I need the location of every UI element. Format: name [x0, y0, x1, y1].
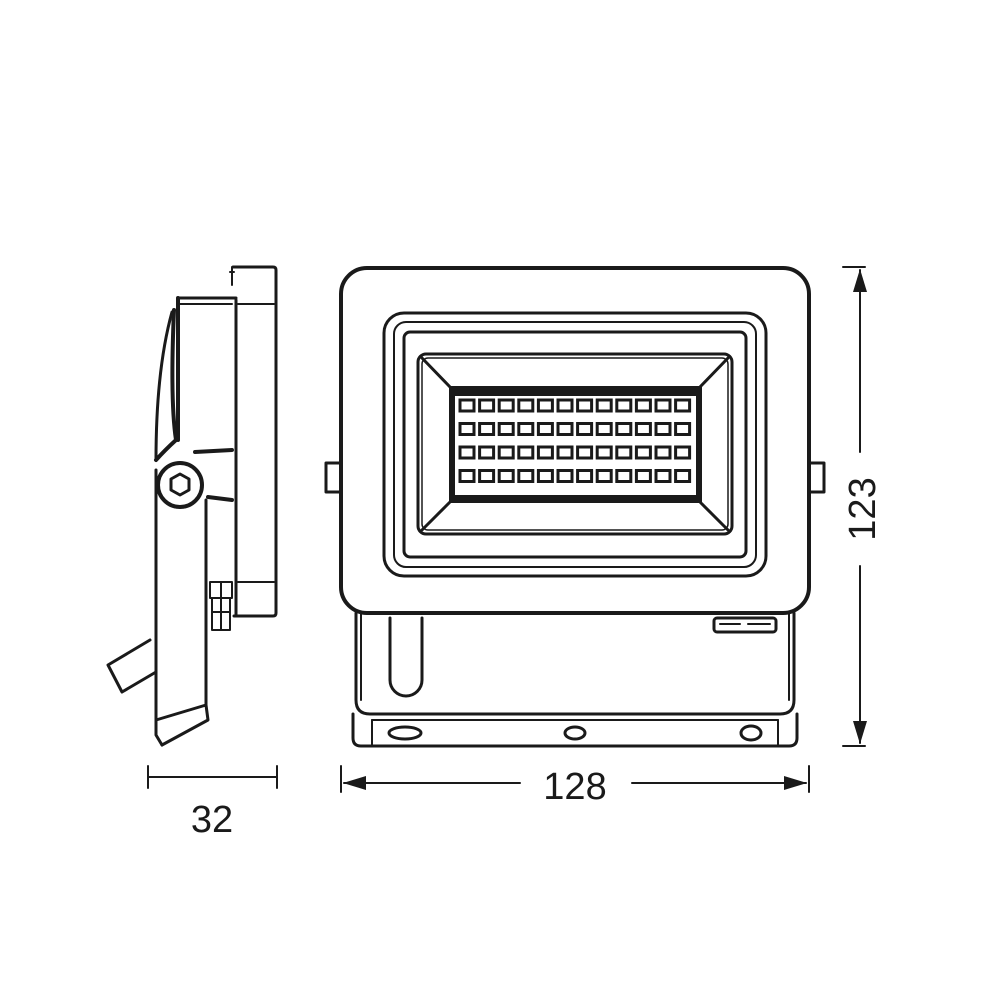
pivot-joint-icon [156, 461, 204, 509]
led-chip [556, 469, 574, 483]
left-mount-tab [324, 461, 343, 494]
led-chip [458, 445, 476, 460]
led-chip [478, 422, 496, 436]
led-chip [517, 469, 535, 483]
adjust-slot [388, 616, 424, 698]
led-chip [595, 469, 613, 483]
led-chip [536, 422, 554, 436]
led-chip [615, 422, 633, 436]
led-chip [634, 398, 652, 413]
led-chip [478, 445, 496, 460]
led-chip [497, 469, 515, 483]
led-chip [654, 422, 672, 436]
led-chip [536, 398, 554, 413]
led-grid [458, 398, 692, 483]
led-chip [556, 445, 574, 460]
side-view [106, 265, 278, 747]
led-chip [536, 469, 554, 483]
led-chip [478, 398, 496, 413]
led-chip [576, 398, 594, 413]
led-chip [576, 422, 594, 436]
led-chip [634, 422, 652, 436]
width-label: 128 [543, 766, 606, 808]
dimension-width: 128 [340, 765, 810, 808]
right-mount-tab [807, 461, 826, 494]
led-chip [674, 422, 692, 436]
front-view [324, 266, 826, 748]
led-chip [576, 445, 594, 460]
led-chip [615, 445, 633, 460]
outer-frame [339, 266, 811, 615]
led-chip [634, 469, 652, 483]
led-chip [654, 469, 672, 483]
dimension-depth: 32 [147, 765, 278, 841]
led-chip [595, 422, 613, 436]
led-chip [556, 398, 574, 413]
height-label: 123 [842, 477, 884, 540]
led-chip [458, 398, 476, 413]
led-chip [478, 469, 496, 483]
led-chip [576, 469, 594, 483]
depth-label: 32 [191, 799, 233, 841]
led-chip [634, 445, 652, 460]
led-chip [458, 422, 476, 436]
led-chip [497, 398, 515, 413]
led-chip [654, 445, 672, 460]
led-chip [458, 469, 476, 483]
led-chip [654, 398, 672, 413]
led-chip [674, 445, 692, 460]
mount-hole-center [563, 725, 587, 741]
arrow-up-icon [853, 269, 867, 292]
led-chip [517, 422, 535, 436]
led-chip [536, 445, 554, 460]
led-chip [517, 445, 535, 460]
arrow-down-icon [853, 721, 867, 744]
led-chip [556, 422, 574, 436]
mount-hole-right [739, 724, 763, 742]
led-chip [615, 469, 633, 483]
led-chip [497, 445, 515, 460]
arrow-right-icon [784, 776, 807, 790]
led-chip [674, 398, 692, 413]
led-chip [674, 469, 692, 483]
led-chip [595, 445, 613, 460]
arrow-left-icon [343, 776, 366, 790]
led-chip [595, 398, 613, 413]
led-chip [497, 422, 515, 436]
dimension-height: 123 [842, 266, 884, 747]
mount-hole-left [387, 725, 423, 741]
hex-bolt-icon [169, 472, 191, 497]
led-chip [615, 398, 633, 413]
led-chip [517, 398, 535, 413]
